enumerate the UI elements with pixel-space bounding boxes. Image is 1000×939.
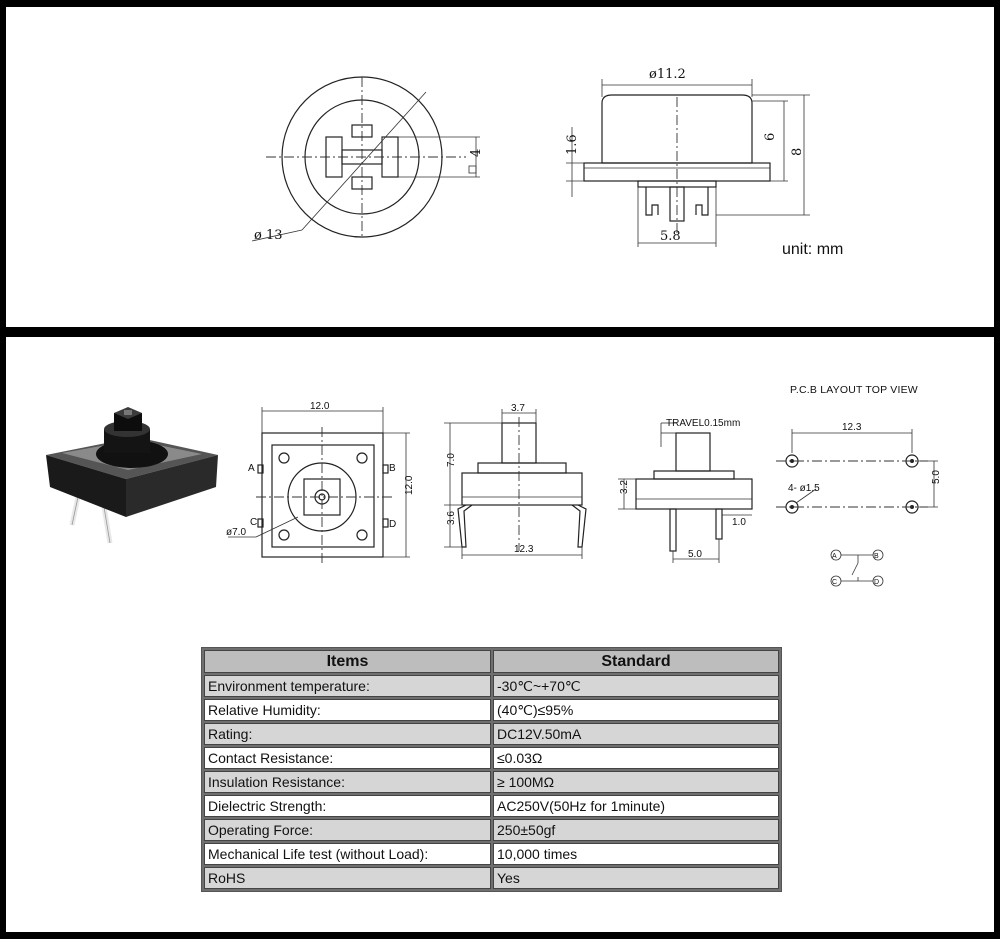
dim-6: 6: [763, 133, 778, 141]
tact-switch-photo: [46, 407, 218, 544]
item-cell: Relative Humidity:: [204, 699, 491, 721]
dim-5-8: 5.8: [660, 229, 681, 244]
top-dimension-drawing: ø 13 4 ø11.2 1.6 6: [251, 67, 810, 247]
dim-leg-height: 3.6: [446, 511, 457, 525]
sch-label-a: A: [832, 553, 837, 560]
standard-cell: AC250V(50Hz for 1minute): [493, 795, 779, 817]
table-row: Operating Force: 250±50gf: [204, 819, 779, 841]
item-cell: Dielectric Strength:: [204, 795, 491, 817]
diameter-leader: [301, 91, 427, 231]
actuator-cross: [325, 124, 399, 190]
dim-3-2: 3.2: [619, 480, 630, 494]
standard-cell: 250±50gf: [493, 819, 779, 841]
spec-table-header: Items Standard: [204, 650, 779, 673]
table-row: RoHS Yes: [204, 867, 779, 889]
standard-cell: DC12V.50mA: [493, 723, 779, 745]
table-row: Contact Resistance: ≤0.03Ω: [204, 747, 779, 769]
switch-schematic: [830, 549, 884, 587]
standard-cell: ≥ 100MΩ: [493, 771, 779, 793]
sch-label-c: C: [832, 579, 837, 586]
dim-top-width: 12.0: [310, 401, 330, 412]
dim-8: 8: [790, 148, 805, 156]
spec-table: Items Standard Environment temperature: …: [201, 647, 782, 892]
switch-travel-view: [635, 432, 753, 552]
standard-cell: 10,000 times: [493, 843, 779, 865]
item-cell: Operating Force:: [204, 819, 491, 841]
standard-cell: ≤0.03Ω: [493, 747, 779, 769]
dim-body-height: 7.0: [446, 453, 457, 467]
item-cell: Rating:: [204, 723, 491, 745]
header-items: Items: [204, 650, 491, 673]
dim-1-0: 1.0: [732, 517, 746, 528]
dim-diameter-11-2: ø11.2: [649, 67, 686, 82]
switch-side-view: [457, 422, 587, 548]
pin-label-b: B: [389, 463, 396, 474]
dim-4: 4: [469, 149, 484, 157]
table-row: Dielectric Strength: AC250V(50Hz for 1mi…: [204, 795, 779, 817]
unit-label: unit: mm: [782, 241, 844, 258]
dim-pcb-height: 5.0: [931, 470, 942, 484]
bottom-dimension-drawing: 12.0 12.0 A B C D ø7.0 3.7 7.0 3.6: [46, 401, 942, 587]
dim-span-12-3: 12.3: [514, 544, 534, 555]
hole-spec: 4- ø1.5: [788, 483, 820, 494]
item-cell: Insulation Resistance:: [204, 771, 491, 793]
standard-cell: -30℃~+70℃: [493, 675, 779, 697]
dim-pitch-5: 5.0: [688, 549, 702, 560]
item-cell: Contact Resistance:: [204, 747, 491, 769]
table-row: Insulation Resistance: ≥ 100MΩ: [204, 771, 779, 793]
dim-1-6: 1.6: [565, 134, 580, 155]
item-cell: RoHS: [204, 867, 491, 889]
sch-label-d: D: [874, 579, 879, 586]
dim-stem-width: 3.7: [511, 403, 525, 414]
table-row: Environment temperature: -30℃~+70℃: [204, 675, 779, 697]
dim-side-height: 12.0: [404, 475, 415, 495]
dim-diameter-7: ø7.0: [226, 527, 246, 538]
bottom-spec-panel: 12.0 12.0 A B C D ø7.0 3.7 7.0 3.6: [6, 337, 994, 932]
pin-label-c: C: [250, 517, 257, 528]
travel-label: TRAVEL0.15mm: [666, 418, 740, 429]
dim-diameter-13: ø 13: [254, 228, 283, 243]
item-cell: Mechanical Life test (without Load):: [204, 843, 491, 865]
standard-cell: Yes: [493, 867, 779, 889]
pin-label-a: A: [248, 463, 255, 474]
sch-label-b: B: [874, 553, 879, 560]
square-symbol-icon: [468, 165, 477, 174]
pin-label-d: D: [389, 519, 396, 530]
dim-pcb-width: 12.3: [842, 422, 862, 433]
table-row: Rating: DC12V.50mA: [204, 723, 779, 745]
table-row: Relative Humidity: (40℃)≤95%: [204, 699, 779, 721]
table-row: Mechanical Life test (without Load): 10,…: [204, 843, 779, 865]
standard-cell: (40℃)≤95%: [493, 699, 779, 721]
header-standard: Standard: [493, 650, 779, 673]
switch-top-view: [257, 432, 389, 558]
pcb-layout-title: P.C.B LAYOUT TOP VIEW: [790, 384, 918, 396]
item-cell: Environment temperature:: [204, 675, 491, 697]
top-dimension-panel: ø 13 4 ø11.2 1.6 6: [6, 7, 994, 327]
